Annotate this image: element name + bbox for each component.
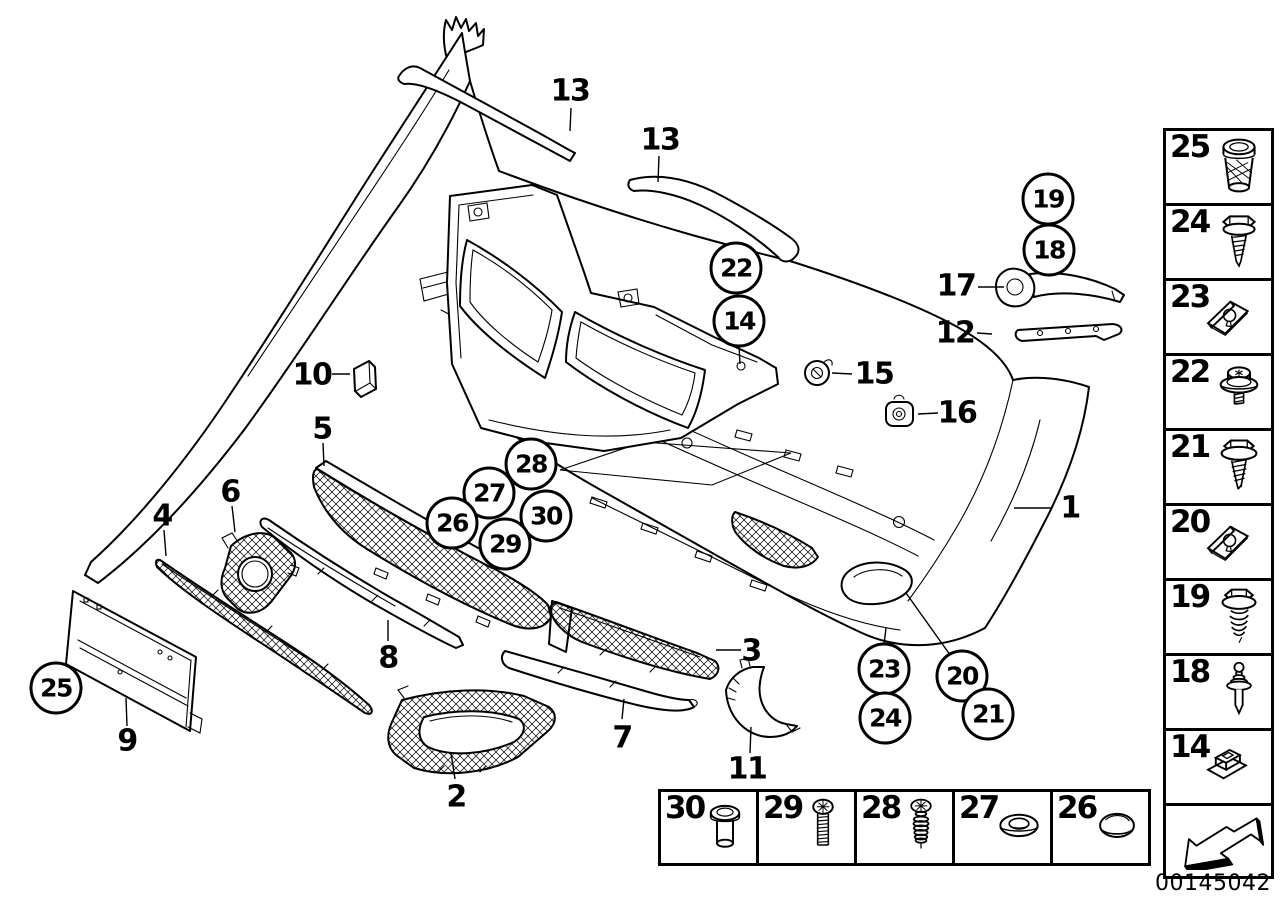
leader-line <box>231 505 236 533</box>
brake-duct-cover-part <box>725 657 801 738</box>
leader-line <box>125 697 128 727</box>
grommet-icon <box>709 804 741 848</box>
expansion-nut-icon <box>1222 138 1256 193</box>
legend-box-number: 29 <box>763 790 804 826</box>
legend-box-18: 18 <box>1163 653 1274 731</box>
leader-line <box>749 726 752 754</box>
fog-cover-part <box>220 532 300 614</box>
legend-box-number: 20 <box>1170 504 1211 540</box>
legend-box-number: 18 <box>1170 654 1211 690</box>
trim-strip-lower-part <box>500 650 698 712</box>
gap-seal-strips-part <box>397 65 800 263</box>
expanding-rivet-icon <box>1226 661 1252 715</box>
legend-box-number: 30 <box>665 790 706 826</box>
clip-nut-icon <box>1207 525 1249 562</box>
legend-box-28: 28 <box>854 789 955 866</box>
leader-line <box>569 107 572 132</box>
legend-box-14: 14 <box>1163 728 1274 806</box>
leader-lines <box>125 107 1052 780</box>
fastener-legend-column: 25 24 23 22 21 20 19 18 <box>1163 128 1274 879</box>
trim-strip-part <box>259 517 464 649</box>
fastener-legend-row: 30 29 28 27 26 <box>658 789 1151 866</box>
leader-line <box>917 412 939 415</box>
back-arrow-icon <box>1184 817 1265 870</box>
right-lower-grille-part <box>731 511 819 569</box>
phillips-screw-icon <box>812 798 834 846</box>
legend-box-number: 25 <box>1170 129 1211 165</box>
legend-box-21: 21 <box>1163 428 1274 506</box>
legend-box-number: 28 <box>861 790 902 826</box>
cover-cap-icon <box>1099 812 1135 838</box>
legend-box-20: 20 <box>1163 503 1274 581</box>
leader-line <box>905 592 954 660</box>
leader-line <box>657 155 660 183</box>
legend-box-22: 22 <box>1163 353 1274 431</box>
kidney-grille-panel-part <box>446 184 779 452</box>
tow-hook-cap-part <box>353 360 377 398</box>
hex-screw-icon <box>1222 215 1256 267</box>
legend-box-number: 23 <box>1170 279 1211 315</box>
hex-washer-screw-icon <box>1220 439 1258 491</box>
washer-screw-icon <box>1219 366 1259 406</box>
side-grille-strip-part <box>155 558 373 715</box>
document-number: 00145042 <box>1155 871 1271 896</box>
legend-box-23: 23 <box>1163 278 1274 356</box>
legend-box-number: 14 <box>1170 729 1211 765</box>
leader-line <box>621 698 625 720</box>
legend-box-27: 27 <box>952 789 1053 866</box>
leader-line <box>322 442 325 467</box>
legend-box-number: 26 <box>1057 790 1098 826</box>
legend-box-25: 25 <box>1163 128 1274 206</box>
leader-line <box>976 332 993 335</box>
headlight-washer-cover-part <box>995 267 1125 308</box>
leader-line <box>163 529 167 557</box>
leader-line <box>831 372 853 375</box>
expansion-clip-part <box>804 359 833 386</box>
leader-line <box>450 752 456 780</box>
license-plate-base-part <box>65 590 203 734</box>
legend-box-number: 27 <box>959 790 1000 826</box>
center-grille-lower-part <box>548 600 720 680</box>
spring-thread-screw-icon <box>910 798 932 850</box>
coarse-thread-screw-icon <box>1221 588 1257 644</box>
legend-box-number: 21 <box>1170 429 1211 465</box>
side-grille-part <box>387 685 556 775</box>
back-arrow-box[interactable] <box>1163 803 1274 879</box>
legend-box-26: 26 <box>1050 789 1151 866</box>
center-grille-upper-part <box>312 460 552 630</box>
leader-line <box>738 344 741 365</box>
mounting-bracket-part <box>1014 323 1123 342</box>
grommet-clip-part <box>885 394 914 427</box>
legend-box-29: 29 <box>756 789 857 866</box>
legend-box-number: 24 <box>1170 204 1211 240</box>
legend-box-24: 24 <box>1163 203 1274 281</box>
legend-box-30: 30 <box>658 789 759 866</box>
washer-icon <box>999 813 1039 838</box>
clip-nut-icon <box>1207 300 1249 337</box>
legend-box-number: 22 <box>1170 354 1211 390</box>
legend-box-19: 19 <box>1163 578 1274 656</box>
legend-box-number: 19 <box>1170 579 1211 615</box>
cage-nut-icon <box>1207 748 1247 780</box>
leader-line <box>883 627 887 646</box>
